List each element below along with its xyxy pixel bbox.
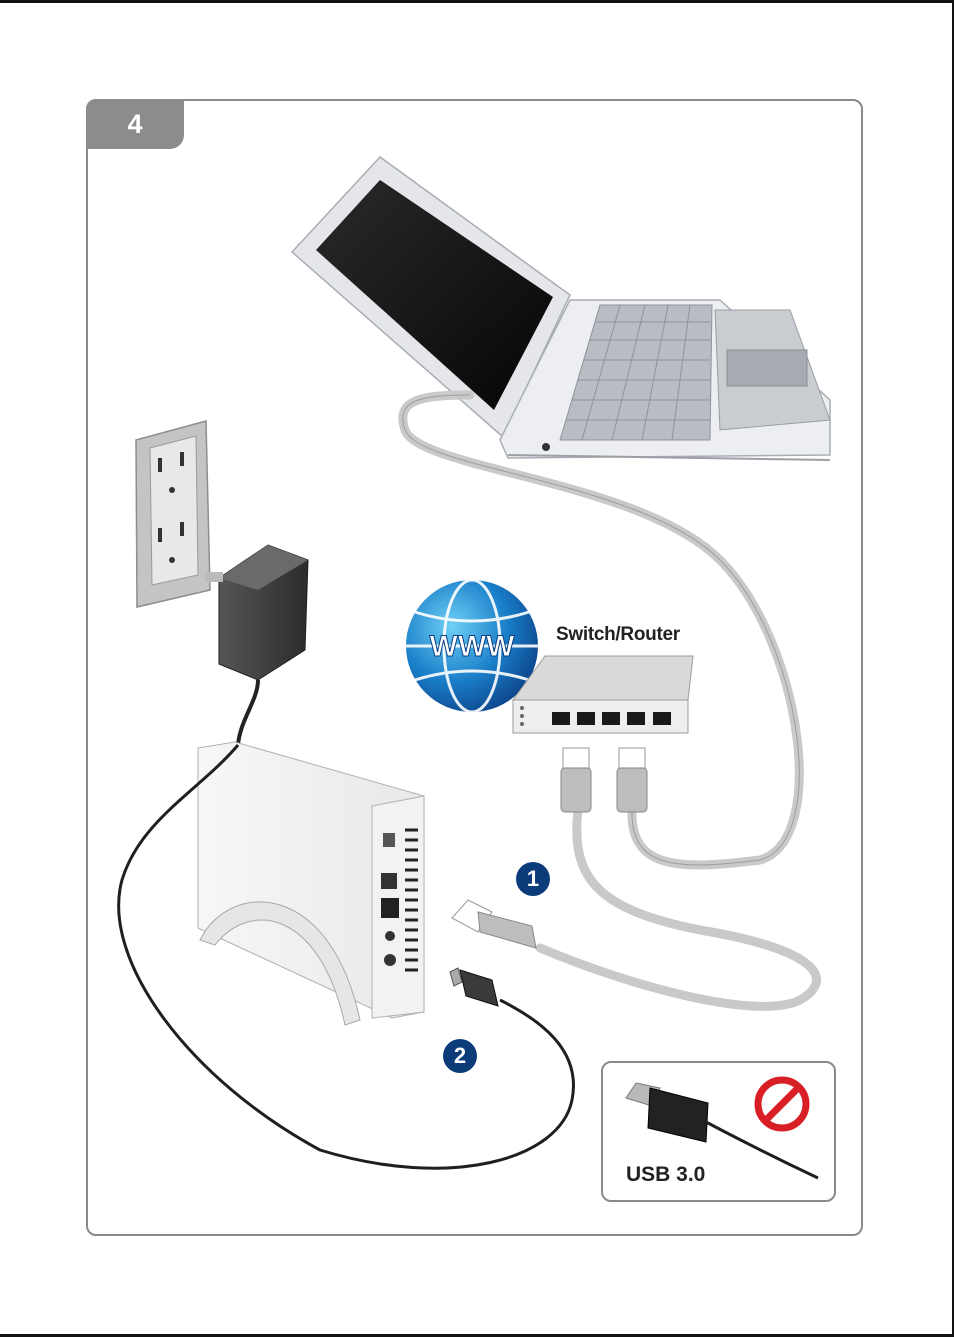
nas-enclosure-icon	[198, 742, 424, 1025]
usb-label: USB 3.0	[626, 1163, 705, 1187]
laptop-icon	[292, 157, 830, 460]
power-adapter-icon	[205, 545, 308, 680]
router-icon	[513, 656, 693, 733]
ethernet-plug-to-nas	[452, 900, 536, 948]
switch-router-label: Switch/Router	[556, 624, 680, 646]
wall-outlet-icon	[136, 421, 210, 607]
globe-www-text: WWW	[430, 630, 516, 663]
ethernet-plug-icon	[561, 748, 647, 812]
step-badge-1: 1	[516, 862, 550, 896]
step-badge-2: 2	[443, 1039, 477, 1073]
adapter-cable	[238, 680, 258, 745]
dc-plug-icon	[450, 968, 498, 1006]
